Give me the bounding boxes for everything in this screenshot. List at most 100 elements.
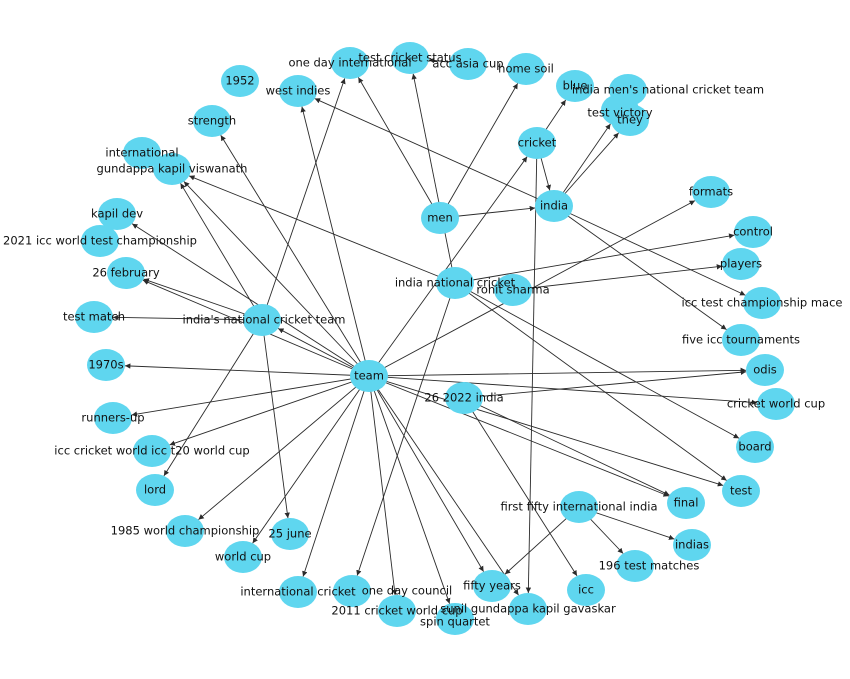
node-five-icc: [722, 324, 760, 356]
node-cricket: [518, 127, 556, 159]
node-label-one-day-international: one day international: [288, 56, 411, 70]
node-label-board: board: [738, 440, 771, 454]
node-label-formats: formats: [689, 185, 733, 199]
node-ind-26-2022: [445, 382, 483, 414]
node-test-cricket-status: [391, 42, 429, 74]
edge-team-to-final: [368, 375, 670, 497]
edge-team-to-west-indies: [300, 106, 370, 377]
node-gundappa: [153, 153, 191, 185]
node-label-icc-tcm: icc test championship mace: [682, 296, 843, 310]
edge-team-to-kapil-dev: [131, 223, 370, 377]
edge-team-to-odis: [368, 367, 747, 377]
edge-indias-national-cricket-team-to-gundappa: [180, 183, 263, 321]
node-indias: [673, 529, 711, 561]
graph-edges: [112, 57, 758, 604]
node-label-indias-national-cricket-team: india's national cricket team: [183, 313, 346, 327]
node-one-day-international: [331, 47, 369, 79]
node-wc2011: [378, 595, 416, 627]
node-label-lord: lord: [144, 483, 166, 497]
node-blue: [556, 70, 594, 102]
node-label-int-cricket: international cricket: [240, 585, 356, 599]
edge-team-to-formats: [368, 200, 696, 377]
node-wtc2021: [81, 225, 119, 257]
edge-indias-national-cricket-team-to-lord: [163, 319, 263, 477]
node-odc: [333, 575, 371, 607]
node-label-kapil-dev: kapil dev: [91, 207, 143, 221]
edge-men-to-home-soil: [439, 83, 519, 219]
node-label-first-fifty: first fifty international india: [500, 500, 657, 514]
node-label-wc1985: 1985 world championship: [111, 524, 260, 538]
edge-team-to-cricket: [368, 156, 528, 377]
node-spin-quartet: [436, 603, 474, 635]
node-label-international: international: [105, 146, 178, 160]
node-label-tests196: 196 test matches: [599, 559, 700, 573]
node-rohit-sharma: [494, 274, 532, 306]
edge-men-to-one-day-international: [357, 77, 441, 219]
edge-team-to-cwc: [368, 375, 758, 406]
node-label-icc: icc: [578, 583, 594, 597]
graph-nodes: [75, 42, 795, 635]
node-international: [123, 137, 161, 169]
edge-indias-national-cricket-team-to-feb26: [143, 278, 263, 321]
node-label-world-cup: world cup: [215, 550, 271, 564]
edge-india-to-five-icc: [553, 205, 727, 330]
edge-india-national-cricket-to-board: [454, 282, 740, 439]
node-players: [722, 248, 760, 280]
node-wc1985: [166, 515, 204, 547]
edge-team-to-world-cup: [252, 375, 370, 544]
node-label-west-indies: west indies: [266, 84, 331, 98]
node-icc: [567, 574, 605, 606]
node-team: [350, 360, 388, 392]
node-label-five-icc: five icc tournaments: [682, 333, 800, 347]
edge-indias-national-cricket-team-to-one-day-international: [261, 78, 346, 321]
edge-team-to-y1970s: [124, 363, 370, 377]
node-fifty-years: [473, 570, 511, 602]
edge-team-to-spin-quartet: [368, 375, 451, 604]
edge-team-to-runners-up: [131, 375, 370, 417]
edge-team-to-wc2011: [368, 375, 398, 596]
node-icc-t20: [133, 435, 171, 467]
node-label-india-mens: india men's national cricket team: [572, 83, 764, 97]
node-label-players: players: [720, 257, 762, 271]
node-label-spin-quartet: spin quartet: [420, 615, 490, 629]
node-label-cwc: cricket world cup: [727, 397, 825, 411]
node-label-y1952: 1952: [225, 74, 254, 88]
edge-india-to-icc-tcm: [553, 205, 746, 296]
node-feb26: [107, 257, 145, 289]
edge-rohit-sharma-to-players: [512, 264, 723, 291]
node-label-june25: 25 june: [268, 527, 311, 541]
node-label-odis: odis: [753, 363, 777, 377]
node-cwc: [757, 388, 795, 420]
node-y1970s: [87, 349, 125, 381]
node-test-match: [75, 301, 113, 333]
node-label-team: team: [354, 369, 384, 383]
node-lord: [136, 474, 174, 506]
node-label-acc-asia-cup: acc asia cup: [432, 57, 503, 71]
edge-ind-26-2022-to-final: [463, 397, 670, 496]
node-label-final: final: [674, 496, 699, 510]
node-label-blue: blue: [563, 79, 588, 93]
node-home-soil: [507, 53, 545, 85]
node-label-strength: strength: [188, 114, 236, 128]
node-control: [734, 216, 772, 248]
edge-team-to-sunil: [368, 375, 519, 596]
node-label-test: test: [730, 484, 753, 498]
node-they: [611, 104, 649, 136]
node-formats: [692, 176, 730, 208]
node-label-test-victory: test victory: [587, 106, 652, 120]
edge-india-national-cricket-to-test-cricket-status: [411, 73, 456, 284]
node-west-indies: [279, 75, 317, 107]
edge-india-national-cricket-to-gundappa: [188, 175, 456, 284]
edge-ind-26-2022-to-icc: [463, 397, 578, 577]
node-kapil-dev: [98, 198, 136, 230]
node-label-test-match: test match: [63, 310, 125, 324]
node-india: [535, 190, 573, 222]
node-label-home-soil: home soil: [498, 62, 554, 76]
node-label-runners-up: runners-up: [81, 411, 144, 425]
node-label-fifty-years: fifty years: [463, 579, 521, 593]
edge-ind-26-2022-to-odis: [463, 369, 747, 399]
node-label-control: control: [733, 225, 773, 239]
node-label-sunil: sunil gundappa kapil gavaskar: [440, 602, 616, 616]
edge-indias-national-cricket-team-to-test-match: [112, 314, 263, 321]
